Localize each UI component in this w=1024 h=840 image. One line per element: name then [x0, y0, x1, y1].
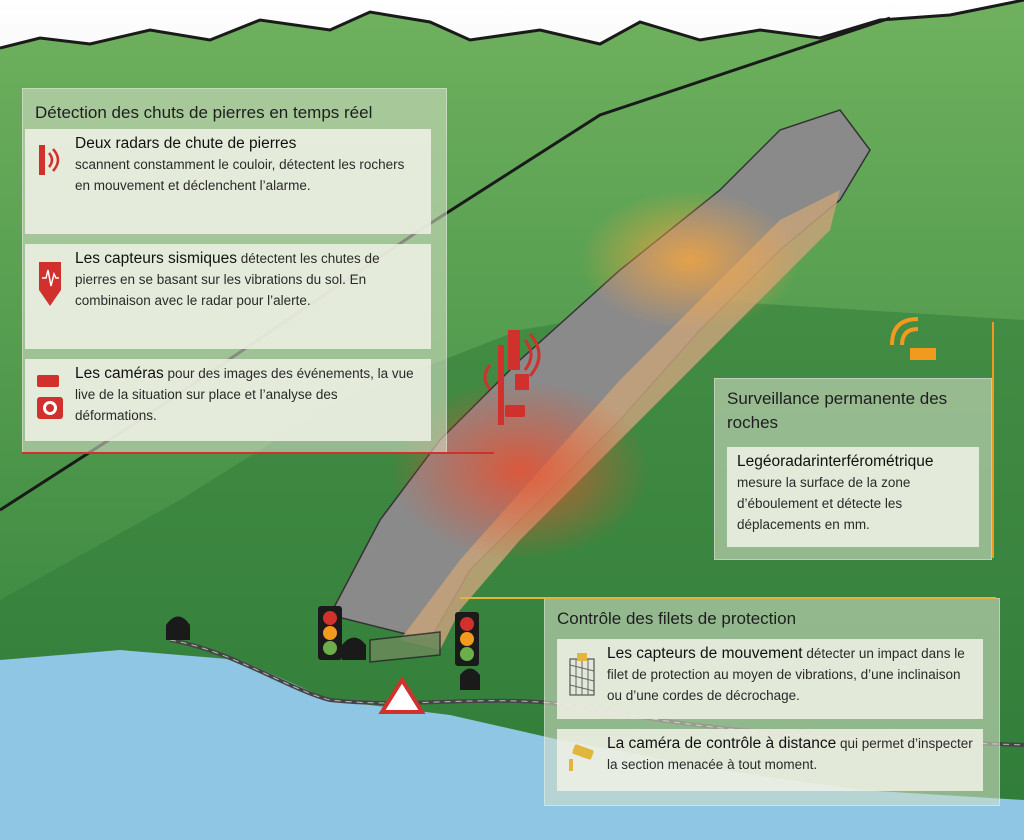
radar-heading: Deux radars de chute de pierres — [75, 135, 297, 152]
georadar-heading: Legéoradarinterférométrique — [737, 453, 934, 470]
motion-heading: Les capteurs de mouvement — [607, 645, 803, 662]
surveillance-panel: Surveillance permanente des roches Legéo… — [714, 378, 992, 560]
cameras-card: Les caméras pour des images des événemen… — [25, 359, 431, 441]
nets-title: Contrôle des filets de protection — [557, 609, 797, 628]
detection-title: Détection des chuts de pierres en temps … — [35, 103, 373, 122]
georadar-card: Legéoradarinterférométrique mesure la sur… — [727, 447, 979, 547]
detection-panel: Détection des chuts de pierres en temps … — [22, 88, 447, 454]
camera-icon — [37, 375, 63, 419]
radar-text: scannent constamment le couloir, détecte… — [75, 157, 405, 193]
seismic-sensor-icon — [39, 262, 61, 306]
remote-camera-card: La caméra de contrôle à distance qui per… — [557, 729, 983, 791]
nets-panel: Contrôle des filets de protection Les ca… — [544, 598, 1000, 806]
georadar-text: mesure la surface de la zone d’éboulemen… — [737, 475, 911, 532]
nets-yellow-line — [460, 597, 996, 599]
roadwork-sign — [378, 676, 426, 714]
remote-camera-icon — [569, 744, 594, 771]
protection-net-icon — [569, 653, 595, 696]
detection-red-line — [22, 452, 494, 454]
traffic-light-left — [318, 606, 342, 660]
seismic-text: détectent les chutes de pierres en se ba… — [75, 251, 380, 308]
red-rockfall-zone — [390, 380, 650, 560]
protection-net — [369, 631, 441, 663]
motion-card: Les capteurs de mouvement détecter un im… — [557, 639, 983, 719]
cameras-heading: Les caméras — [75, 365, 164, 382]
radar-mast — [483, 330, 541, 425]
traffic-light-right — [455, 612, 479, 666]
surveillance-orange-line — [992, 322, 994, 558]
motion-text: détecter un impact dans le filet de prot… — [607, 646, 965, 703]
orange-deformation-zone — [580, 190, 800, 330]
remote-camera-heading: La caméra de contrôle à distance — [607, 735, 837, 752]
seismic-heading: Les capteurs sismiques — [75, 250, 237, 267]
remote-camera-text: qui permet d’inspecter la section menacé… — [607, 736, 973, 772]
seismic-card: Les capteurs sismiques détectent les chu… — [25, 244, 431, 349]
radar-icon — [39, 145, 60, 175]
interferometric-radar-icon — [890, 317, 936, 360]
surveillance-title: Surveillance permanente des roches — [727, 389, 948, 432]
tunnel-portal — [166, 616, 480, 690]
cameras-text: pour des images des événements, la vue l… — [75, 366, 414, 423]
radar-card: Deux radars de chute de pierres scannent … — [25, 129, 431, 234]
